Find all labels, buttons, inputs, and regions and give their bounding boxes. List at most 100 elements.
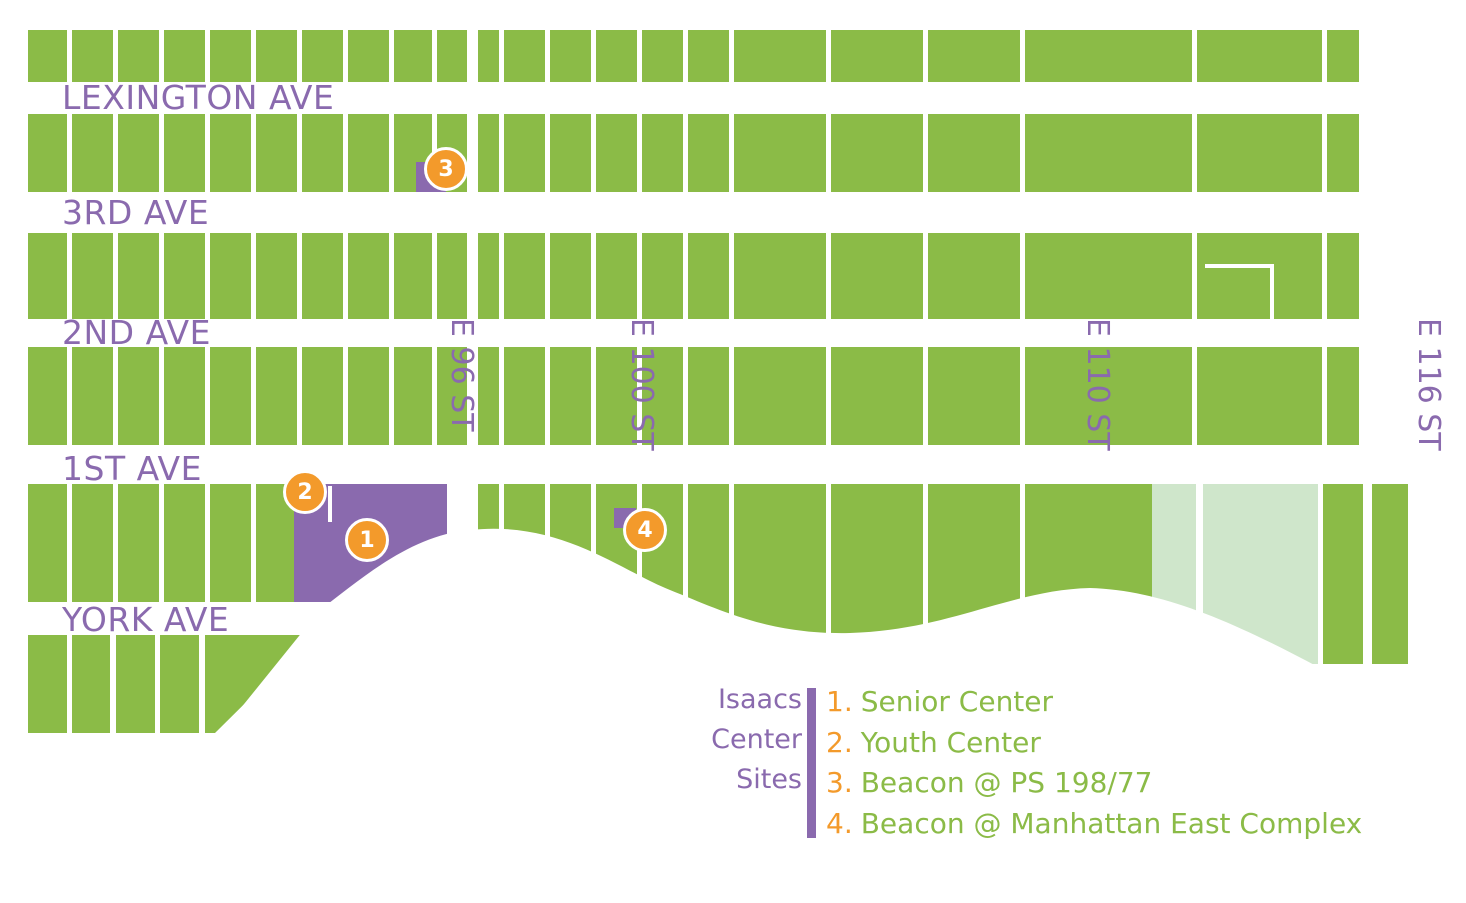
- site-marker-1[interactable]: 1: [345, 518, 389, 562]
- city-block: [210, 30, 251, 82]
- city-block: [1151, 233, 1192, 319]
- city-block: [210, 114, 251, 192]
- city-block: [302, 30, 343, 82]
- city-block: [734, 30, 826, 82]
- city-block: [1109, 30, 1146, 82]
- city-block: [596, 347, 637, 445]
- city-block: [928, 233, 1020, 319]
- legend-item-text: Beacon @ Manhattan East Complex: [860, 806, 1363, 840]
- city-block: [734, 114, 826, 192]
- city-block: [928, 30, 1020, 82]
- legend-item: 1.Senior Center: [826, 682, 1362, 723]
- city-block: [72, 635, 110, 733]
- marker-number: 2: [297, 479, 313, 505]
- city-block: [210, 484, 251, 602]
- city-block: [437, 30, 467, 82]
- city-block: [72, 233, 113, 319]
- city-block: [1025, 30, 1117, 82]
- city-block: [688, 233, 729, 319]
- city-block: [1327, 233, 1359, 319]
- city-block: [72, 114, 113, 192]
- site-marker-3[interactable]: 3: [424, 147, 468, 191]
- city-block: [302, 347, 343, 445]
- city-block: [348, 30, 389, 82]
- city-block: [28, 233, 67, 319]
- city-block: [348, 114, 389, 192]
- city-block: [394, 347, 432, 445]
- city-block: [688, 347, 729, 445]
- site-marker-4[interactable]: 4: [623, 508, 667, 552]
- avenue-label-2nd: 2ND AVE: [62, 313, 211, 352]
- city-block: [160, 635, 199, 733]
- marker-number: 1: [359, 527, 375, 553]
- avenue-label-1st: 1ST AVE: [62, 449, 202, 488]
- city-block: [72, 347, 113, 445]
- street-label-e116: E 116 ST: [1411, 318, 1446, 451]
- city-block: [1109, 347, 1146, 445]
- city-block: [1197, 233, 1322, 319]
- city-block: [28, 347, 67, 445]
- city-block: [302, 233, 343, 319]
- city-block: [28, 114, 67, 192]
- city-block: [596, 114, 637, 192]
- legend-item: 4.Beacon @ Manhattan East Complex: [826, 804, 1362, 845]
- city-block: [734, 233, 826, 319]
- city-block: [210, 233, 251, 319]
- city-block: [1025, 347, 1117, 445]
- city-block: [831, 233, 923, 319]
- avenue-label-york: YORK AVE: [62, 600, 230, 639]
- city-block: [1327, 347, 1359, 445]
- city-block: [831, 30, 923, 82]
- legend-title-line: Center: [711, 724, 802, 755]
- legend-title: Isaacs Center Sites: [680, 680, 802, 800]
- legend-divider: [807, 688, 816, 838]
- city-block: [118, 484, 159, 602]
- site-marker-2[interactable]: 2: [283, 470, 327, 514]
- city-block: [1327, 30, 1359, 82]
- city-block: [1025, 233, 1117, 319]
- city-block: [256, 233, 297, 319]
- city-block: [642, 30, 683, 82]
- east-river-water: [0, 528, 1466, 903]
- city-block: [348, 233, 389, 319]
- city-block: [642, 347, 683, 445]
- city-block: [118, 347, 159, 445]
- avenue-label-lexington: LEXINGTON AVE: [62, 78, 335, 117]
- city-block: [478, 347, 499, 445]
- city-block: [256, 114, 297, 192]
- city-block: [394, 233, 432, 319]
- city-block: [831, 347, 923, 445]
- city-block: [1109, 114, 1146, 192]
- city-block: [256, 30, 297, 82]
- city-block: [28, 30, 67, 82]
- city-block: [1151, 114, 1192, 192]
- city-block: [1025, 114, 1117, 192]
- city-block: [164, 30, 205, 82]
- city-block: [504, 30, 545, 82]
- city-block: [1372, 484, 1408, 664]
- city-block: [734, 347, 826, 445]
- city-block: [1197, 347, 1322, 445]
- city-block: [302, 114, 343, 192]
- avenue-label-3rd: 3RD AVE: [62, 193, 210, 232]
- city-blocks: [28, 30, 1408, 733]
- city-block: [550, 30, 591, 82]
- city-block: [478, 114, 499, 192]
- city-block: [504, 114, 545, 192]
- city-block: [164, 233, 205, 319]
- street-label-e100: E 100 ST: [624, 318, 659, 451]
- city-block: [116, 635, 155, 733]
- city-block: [437, 347, 467, 445]
- city-block: [504, 233, 545, 319]
- legend-item-number: 4.: [826, 806, 853, 840]
- city-block: [210, 347, 251, 445]
- city-block: [72, 484, 113, 602]
- city-block: [1151, 30, 1192, 82]
- city-block: [164, 347, 205, 445]
- legend-item-text: Senior Center: [860, 685, 1054, 718]
- city-block: [118, 30, 159, 82]
- legend-item: 3.Beacon @ PS 198/77: [826, 763, 1362, 804]
- legend-item-text: Beacon @ PS 198/77: [860, 766, 1153, 799]
- legend-item-number: 2.: [826, 725, 853, 759]
- city-block: [348, 347, 389, 445]
